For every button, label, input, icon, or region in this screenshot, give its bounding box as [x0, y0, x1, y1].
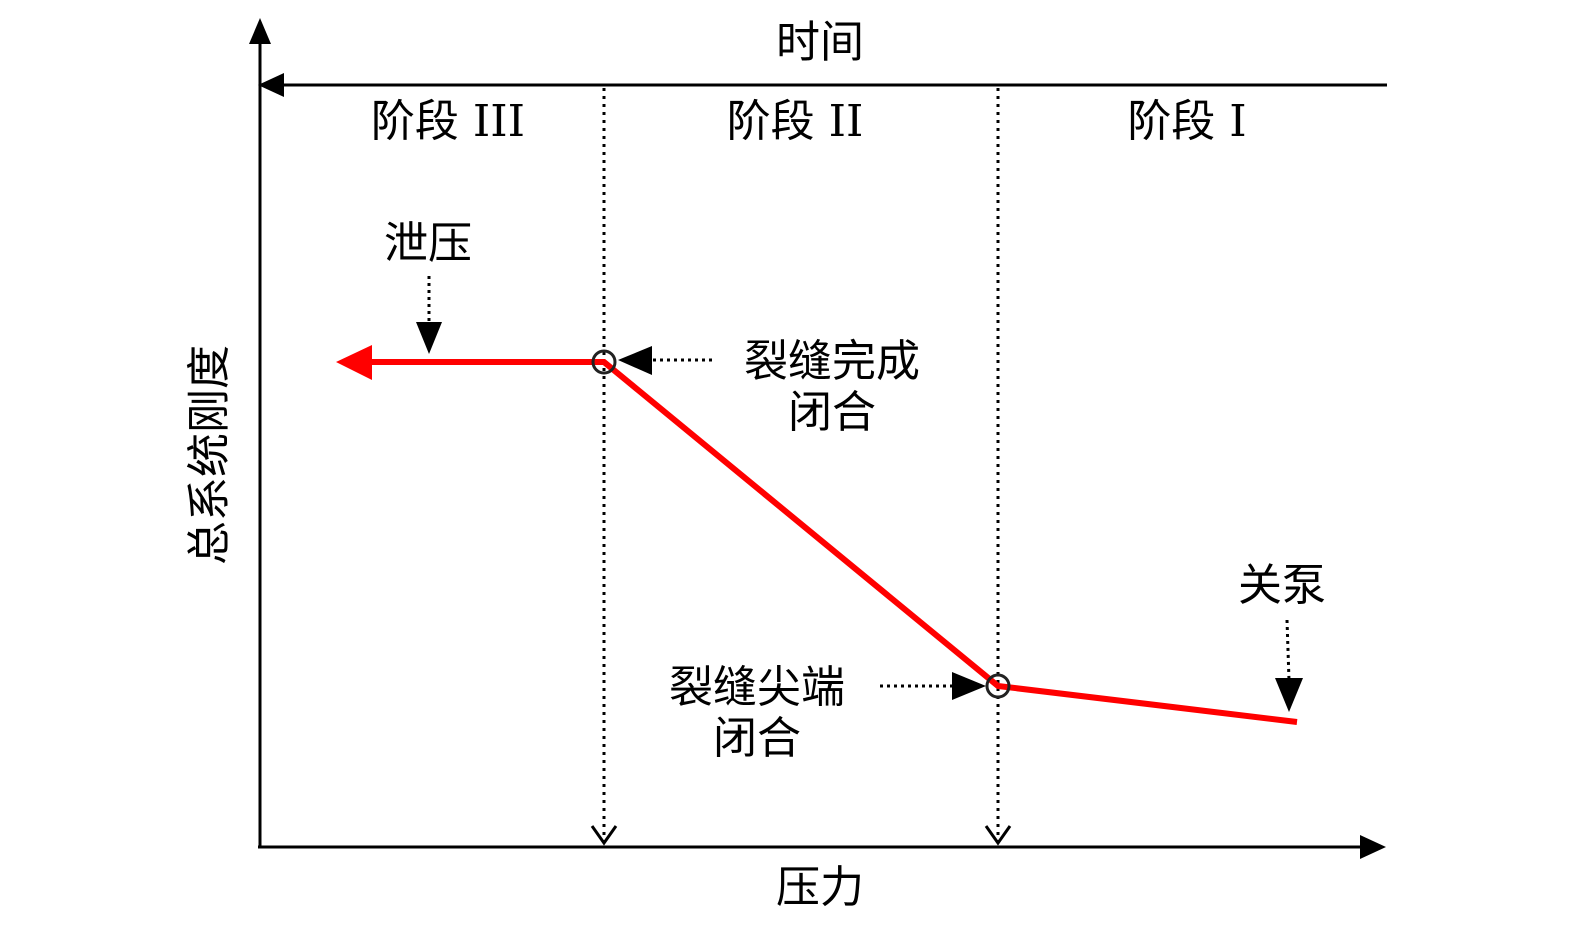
tip-closure-label-2: 闭合	[713, 713, 801, 764]
divider-1-arrowhead	[590, 825, 618, 846]
divider-2-arrowhead	[984, 825, 1012, 846]
shut-in-arrow	[1285, 619, 1291, 681]
tip-closure-label-1: 裂缝尖端	[669, 662, 845, 713]
full-closure-point	[591, 349, 617, 375]
y-axis-label: 总系统刚度	[184, 345, 235, 565]
time-label: 时间	[776, 17, 864, 68]
x-axis-label: 压力	[776, 862, 864, 913]
full-closure-label-1: 裂缝完成	[744, 336, 920, 387]
y-axis-arrowhead	[249, 18, 271, 44]
full-closure-arrowhead	[618, 346, 652, 375]
release-label: 泄压	[384, 218, 472, 269]
stage-1-label: 阶段 I	[1127, 96, 1246, 147]
shut-in-arrowhead	[1275, 678, 1303, 712]
time-axis-arrowhead	[258, 73, 284, 97]
curve-arrowhead	[336, 345, 372, 380]
stage-3-label: 阶段 III	[371, 96, 525, 147]
full-closure-label-2: 闭合	[788, 387, 876, 438]
shut-in-label: 关泵	[1238, 560, 1326, 611]
release-arrowhead	[416, 322, 442, 354]
stage-2-label: 阶段 II	[727, 96, 864, 147]
stiffness-curve	[365, 359, 1298, 725]
tip-closure-arrowhead	[952, 672, 986, 700]
x-axis-arrowhead	[1360, 835, 1386, 859]
tip-closure-point	[985, 673, 1011, 699]
